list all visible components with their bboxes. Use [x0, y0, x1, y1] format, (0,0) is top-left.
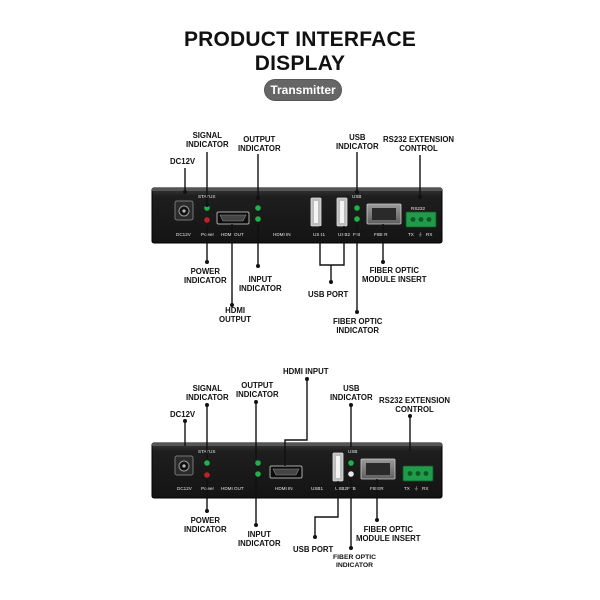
receiver-panel: DC12V STATUS Power HDMI OUT HDMI IN USB1…: [151, 442, 443, 499]
fiber-led: [354, 216, 360, 222]
rx-usb2-port[interactable]: [332, 452, 344, 482]
rx-panel-label-usb: USB: [348, 449, 357, 454]
panel-label-dc12v: DC12V: [176, 232, 192, 237]
rx-dc-power-jack[interactable]: [174, 455, 194, 476]
usb2-port[interactable]: [336, 197, 348, 227]
input-led: [255, 216, 261, 222]
panel-label-rx: RX: [426, 232, 432, 237]
panel-label-tx: TX: [408, 232, 414, 237]
rx-fiber-led: [348, 471, 354, 477]
usb-led: [354, 205, 360, 211]
panel-label-usb1: USB1: [313, 232, 325, 237]
rx-panel-label-usb2: USB2: [335, 486, 347, 491]
panel-label-fiber: FIBER: [374, 232, 388, 237]
rx-input-led: [255, 471, 261, 477]
transmitter-leader-lines: [183, 152, 422, 314]
page-title-line2: DISPLAY: [254, 52, 346, 75]
power-led: [204, 217, 210, 223]
rx-panel-label-usb1: USB1: [311, 486, 323, 491]
dc-power-jack[interactable]: [174, 200, 194, 221]
rx-panel-label-hdmi-in: HDMI IN: [275, 486, 293, 491]
panel-label-rs232: RS232: [411, 206, 425, 211]
rx-panel-label-power: Power: [201, 486, 214, 491]
panel-label-power: Power: [201, 232, 214, 237]
rx-power-led: [204, 472, 210, 478]
transmitter-panel: DC12V STATUS Power HDMI OUT HDMI IN USB1…: [151, 187, 443, 244]
rx-output-led: [255, 460, 261, 466]
signal-led: [204, 205, 210, 211]
rx-panel-label-dc12v: DC12V: [177, 486, 193, 491]
rx-rs232-terminal[interactable]: [402, 465, 434, 482]
rx-callout-dc12v: DC12V: [170, 410, 196, 419]
hdmi-out-port[interactable]: [216, 211, 250, 225]
rx-fiber-module-slot[interactable]: [360, 458, 396, 480]
rx-callout-hdmi-input: HDMI INPUT: [283, 367, 329, 376]
rx-callout-usb-port: USB PORT: [293, 545, 334, 554]
rx-panel-label-hdmi-out: HDMI OUT: [221, 486, 244, 491]
rx-panel-label-gnd: ⏚: [414, 485, 419, 491]
callout-usb-port: USB PORT: [308, 290, 349, 299]
page-title-line1: PRODUCT INTERFACE: [183, 28, 417, 51]
rx-panel-label-rx: RX: [422, 486, 428, 491]
rx-signal-led: [204, 460, 210, 466]
callout-dc12v: DC12V: [170, 157, 196, 166]
usb1-port[interactable]: [310, 197, 322, 227]
rx-hdmi-in-port[interactable]: [269, 465, 303, 479]
fiber-module-slot[interactable]: [366, 203, 402, 225]
panel-label-hdmi-in: HDMI IN: [273, 232, 291, 237]
rx-usb-led: [348, 460, 354, 466]
transmitter-badge: Transmitter: [265, 80, 341, 100]
receiver-leader-lines: [183, 377, 412, 550]
rx-panel-label-tx: TX: [404, 486, 410, 491]
panel-label-usb: USB: [352, 194, 361, 199]
panel-label-gnd: ⏚: [418, 231, 423, 237]
rs232-terminal[interactable]: [405, 211, 437, 228]
output-led: [255, 205, 261, 211]
